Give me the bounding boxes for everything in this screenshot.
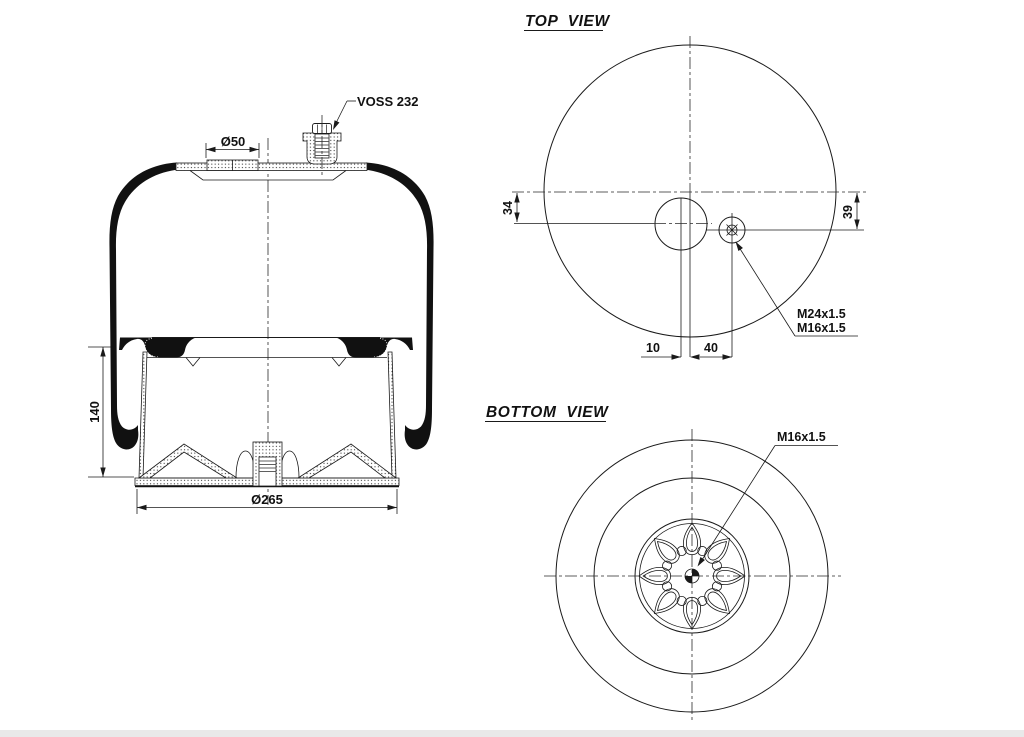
dim-piston-height-label: 140 [87, 401, 102, 423]
piston-rim-right-wedge [336, 337, 413, 358]
bottom-stud-thread-label: M16x1.5 [777, 430, 826, 444]
piston-left-wall [138, 351, 148, 479]
side-view-drawing: Ø50 VOSS 232 140 Ø265 [87, 94, 434, 514]
dim-39-label: 39 [841, 205, 855, 219]
rim-right-stipple [373, 338, 388, 358]
bellows-right-wall [364, 162, 434, 450]
stud-thread-callout: M24x1.5 M16x1.5 [733, 240, 858, 337]
dim-34-label: 34 [501, 201, 515, 215]
voss-label: VOSS 232 [357, 94, 418, 109]
dim-piston-diameter: Ø265 [136, 489, 398, 514]
centroid-marker [684, 568, 700, 584]
top-view-drawing: TOP VIEW 34 39 [501, 13, 868, 360]
dim-40-label: 40 [704, 341, 718, 355]
voss-fitting [302, 115, 342, 178]
top-plate [175, 162, 368, 171]
dim-10-label: 10 [646, 341, 660, 355]
top-view-title: TOP VIEW [525, 13, 610, 30]
bumper-dome-right [279, 450, 300, 479]
piston-rim-left-wedge [119, 337, 196, 358]
dim-port-diameter-label: Ø50 [221, 134, 246, 149]
stud-circle [706, 216, 864, 244]
voss-leader: VOSS 232 [330, 94, 418, 132]
piston-web-right [296, 443, 398, 479]
dim-piston-height: 140 [87, 346, 134, 478]
bumper-dome-left [235, 450, 256, 479]
stud-thread-label-m24: M24x1.5 [797, 307, 846, 321]
dim-offsets-10-40: 10 40 [641, 341, 732, 360]
bottom-view-title: BOTTOM VIEW [486, 404, 609, 421]
air-port-circle [654, 197, 708, 251]
piston-web-left [137, 443, 239, 479]
footer-bar [0, 730, 1024, 737]
dim-stud-offset-39: 39 [841, 193, 860, 229]
dim-port-offset-34: 34 [501, 193, 520, 222]
rim-notch-right [331, 357, 347, 367]
dim-port-diameter: Ø50 [205, 134, 260, 158]
rim-left-stipple [144, 338, 159, 358]
rim-notch-left [185, 357, 201, 367]
dim-piston-diameter-label: Ø265 [251, 492, 283, 507]
stud-thread-label-m16: M16x1.5 [797, 321, 846, 335]
bottom-stud-callout: M16x1.5 [695, 430, 838, 568]
top-plate-dish [189, 170, 347, 181]
piston-right-wall [387, 351, 397, 479]
bottom-view-drawing: BOTTOM VIEW [485, 404, 841, 722]
boss-thread-lines [259, 460, 276, 472]
